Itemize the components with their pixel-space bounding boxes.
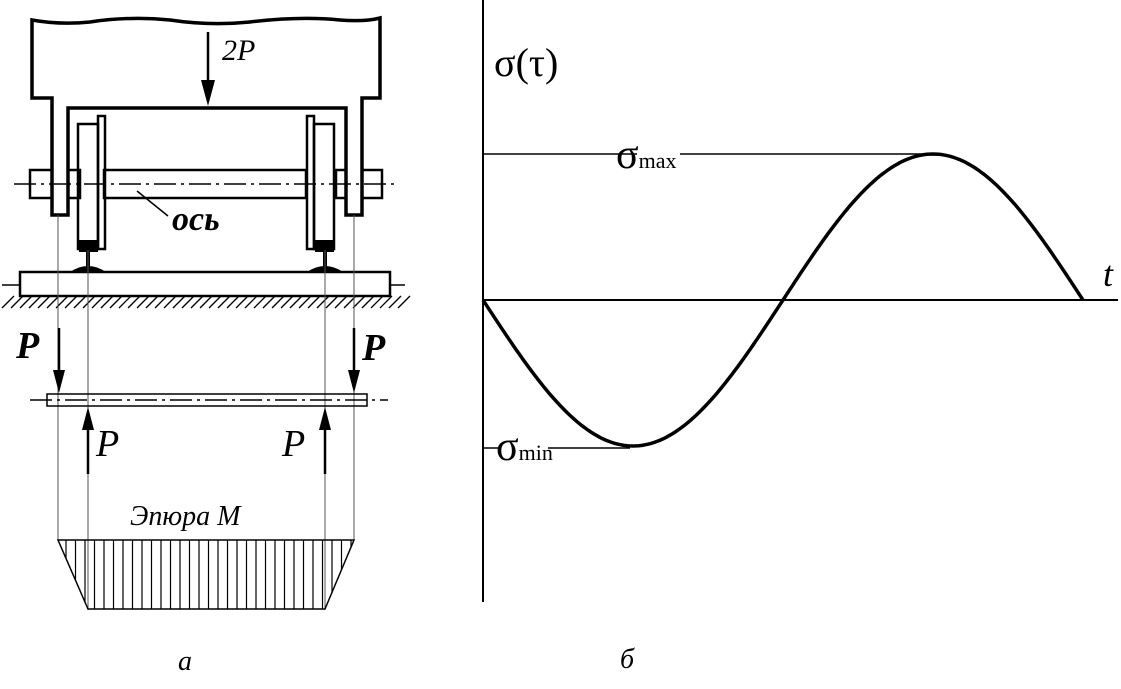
force-label-left-down: P xyxy=(15,325,40,367)
arrowhead xyxy=(319,407,331,430)
moment-diagram xyxy=(56,539,356,610)
hatch-line xyxy=(19,295,33,309)
hatch-line xyxy=(208,295,222,309)
force-label-right-up: P xyxy=(281,423,305,465)
wheel-left-tread xyxy=(79,240,98,252)
hatch-line xyxy=(199,295,213,309)
hatch-line xyxy=(91,295,105,309)
hatch-line xyxy=(181,295,195,309)
load-arrowhead xyxy=(201,80,215,106)
hatch-line xyxy=(145,295,159,309)
hatch-line xyxy=(100,295,114,309)
axle-label: ось xyxy=(172,201,220,238)
hatch-line xyxy=(388,295,402,309)
hatch-line xyxy=(298,295,312,309)
hatch-line xyxy=(127,295,141,309)
hatch-line xyxy=(325,295,339,309)
hatch-line xyxy=(226,295,240,309)
car-body xyxy=(30,15,382,217)
hatch-line xyxy=(379,295,393,309)
hatch-line xyxy=(334,295,348,309)
wheel-right-flange xyxy=(305,114,316,251)
hatch-line xyxy=(217,295,231,309)
sigma-max-label: σmax xyxy=(616,132,677,178)
arrowhead xyxy=(82,407,94,430)
arrowhead xyxy=(53,370,65,393)
force-label-right-down: P xyxy=(361,327,386,369)
figure-b: σ(τ) t σmax σmin б xyxy=(481,0,1118,675)
hatch-line xyxy=(172,295,186,309)
sigma-min-label: σmin xyxy=(496,424,553,470)
hatch-line xyxy=(370,295,384,309)
hatch-line xyxy=(1,295,15,309)
hatch-line xyxy=(163,295,177,309)
load-label: 2P xyxy=(222,34,255,67)
axle-leader xyxy=(136,190,169,217)
hatch-line xyxy=(316,295,330,309)
hatch-line xyxy=(118,295,132,309)
hatch-line xyxy=(37,295,51,309)
hatch-line xyxy=(262,295,276,309)
hatch-line xyxy=(352,295,366,309)
x-axis-label: t xyxy=(1103,254,1114,294)
hatch-line xyxy=(10,295,24,309)
hatch-line xyxy=(289,295,303,309)
hatch-line xyxy=(64,295,78,309)
hatch-line xyxy=(244,295,258,309)
hatch-line xyxy=(271,295,285,309)
hatch-line xyxy=(154,295,168,309)
hatch-line xyxy=(73,295,87,309)
hatch-line xyxy=(109,295,123,309)
track-base xyxy=(18,270,392,298)
hatch-line xyxy=(253,295,267,309)
hatch-line xyxy=(136,295,150,309)
wheel-right xyxy=(312,122,336,251)
hatch-line xyxy=(307,295,321,309)
y-axis-label: σ(τ) xyxy=(494,40,558,85)
arrowhead xyxy=(348,370,360,393)
hatch-line xyxy=(280,295,294,309)
figure-b-caption: б xyxy=(620,644,635,675)
figure-a: 2P ось xyxy=(1,15,411,677)
wheel-left-flange xyxy=(96,114,107,251)
force-label-left-up: P xyxy=(95,423,119,465)
hatch-line xyxy=(46,295,60,309)
figure-a-caption: а xyxy=(178,646,192,677)
stress-curve xyxy=(481,152,1085,448)
hatch-line xyxy=(190,295,204,309)
wheel-right-tread xyxy=(315,240,334,252)
ground-hatch-lines xyxy=(1,295,411,309)
moment-diagram-hatching xyxy=(65,540,352,609)
hatch-line xyxy=(28,295,42,309)
hatch-line xyxy=(235,295,249,309)
hatch-line xyxy=(397,295,411,309)
hatch-line xyxy=(361,295,375,309)
moment-diagram-label: Эпюра M xyxy=(130,501,242,532)
hatch-line xyxy=(82,295,96,309)
